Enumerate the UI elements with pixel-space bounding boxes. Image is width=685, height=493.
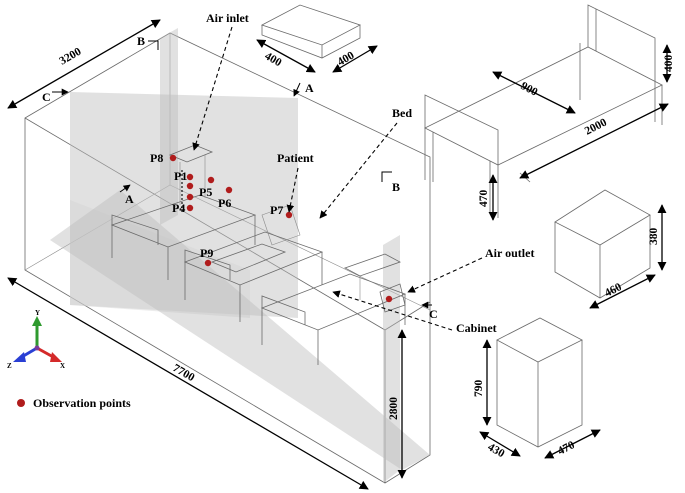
legend: Observation points [17,396,131,410]
plane-b2 [383,235,400,483]
dim-outlet-height: 380 [648,228,660,246]
dim-cabinet-width: 470 [556,439,577,458]
point-p6 [225,186,233,194]
label-p4: P4 [172,201,185,215]
outlet-detail: 380 460 [554,189,667,309]
observation-points [169,154,393,303]
bed-detail: 900 2000 400 470 [424,4,675,221]
dim-room-height: 2800 [388,397,400,420]
label-p8: P8 [150,151,163,165]
label-cabinet: Cabinet [456,321,497,335]
point-p4 [186,193,194,201]
legend-label: Observation points [33,396,131,410]
axis-y-label: Y [35,309,40,317]
inlet-detail: 400 400 [256,4,378,73]
mark-c-right: C [429,307,438,321]
axis-x-label: X [60,362,65,370]
mark-b-top: B [137,34,145,48]
mark-a-left: A [125,192,134,206]
bed-left [110,194,257,280]
point-p4b [186,204,194,212]
plane-b [160,28,178,225]
legend-marker [17,399,25,407]
mark-c-top: C [42,90,51,104]
label-p5: P5 [199,185,212,199]
dim-inlet-y: 400 [336,49,357,68]
dim-outlet-width: 460 [603,281,624,300]
point-p9 [204,259,212,267]
point-p8 [169,154,177,162]
axis-z-label: Z [7,362,12,370]
mark-a-top: A [305,81,314,95]
section-planes [50,28,430,483]
dim-room-width: 3200 [58,46,84,68]
point-p7 [285,211,293,219]
dim-cabinet-depth: 430 [486,441,507,460]
axis-triad: Y X Z [7,309,65,370]
dim-bed-width: 900 [519,80,540,99]
point-outlet [385,295,393,303]
point-p1b [186,182,194,190]
label-p6: P6 [218,196,231,210]
mark-b-right: B [392,180,400,194]
dim-bed-rail: 400 [663,55,675,73]
label-air-outlet: Air outlet [485,246,534,260]
label-p9: P9 [200,246,213,260]
dim-bed-height: 470 [478,190,490,208]
point-p5 [207,176,215,184]
point-p1 [186,173,194,181]
label-bed: Bed [392,106,412,120]
label-patient: Patient [277,151,314,165]
callouts: Air inlet Bed Patient Air outlet Cabinet [192,11,534,335]
label-p1: P1 [174,169,187,183]
label-p7: P7 [270,203,283,217]
point-labels: P8 P1 P5 P4 P6 P7 P9 [150,151,283,260]
plane-a [70,92,298,318]
cabinet-detail: 790 430 470 [473,317,601,460]
label-air-inlet: Air inlet [206,11,249,25]
dim-cabinet-height: 790 [473,380,485,398]
dim-bed-length: 2000 [583,116,609,137]
